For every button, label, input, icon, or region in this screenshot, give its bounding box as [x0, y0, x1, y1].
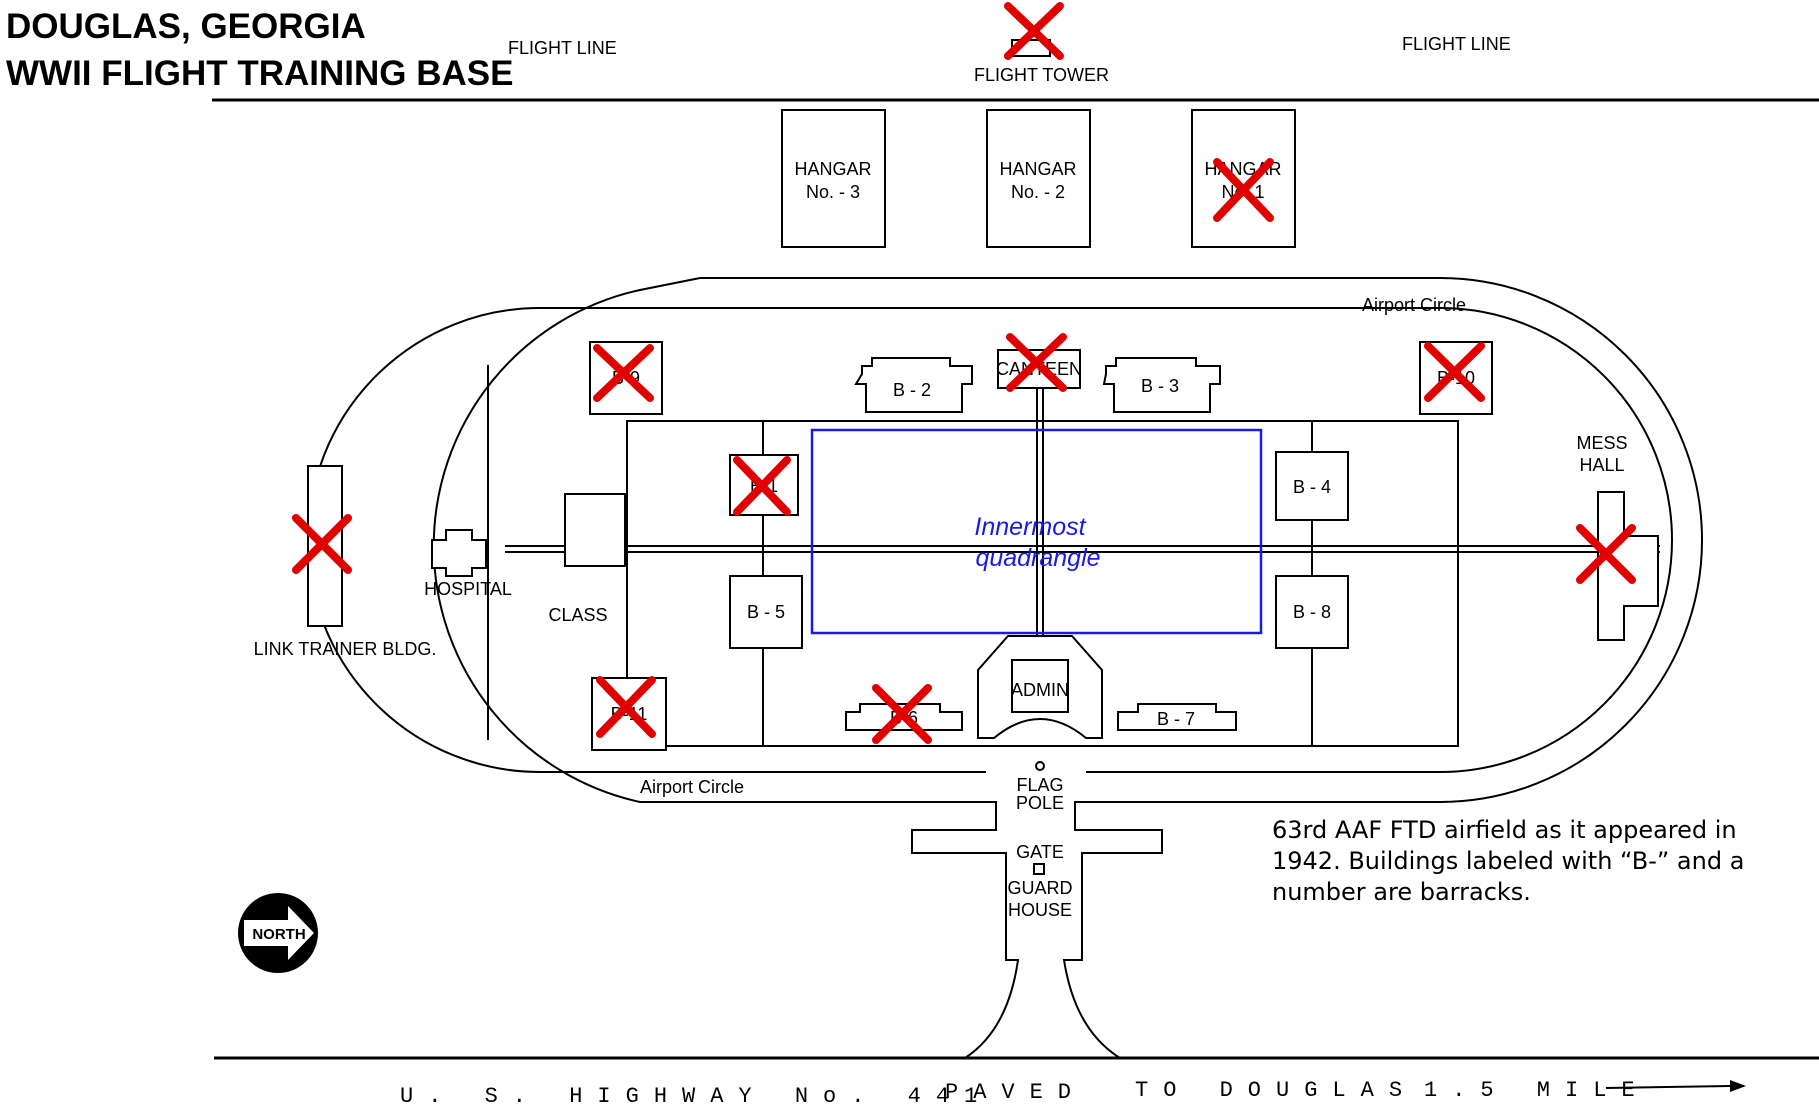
building-hospital-label: HOSPITAL	[424, 579, 512, 599]
map-title-line-1: DOUGLAS, GEORGIA	[6, 7, 366, 46]
quadrangle-label-line-1: Innermost	[974, 513, 1086, 541]
gate-guard-house: GATE GUARD HOUSE	[1007, 842, 1072, 920]
building-b2-label: B - 2	[893, 380, 931, 400]
building-b4-label: B - 4	[1293, 477, 1331, 497]
airport-circle-outer-left	[432, 277, 1020, 1059]
building-link-trainer: LINK TRAINER BLDG.	[254, 465, 437, 659]
innermost-quadrangle: Innermost quadrangle	[810, 428, 1263, 635]
building-b3: B - 3	[1102, 357, 1221, 413]
road-label-paved: PAVED	[945, 1080, 1086, 1105]
airport-circle-label-bottom: Airport Circle	[640, 777, 744, 797]
north-arrow: NORTH	[238, 893, 318, 973]
road-label-highway: U. S. HIGHWAY No. 441	[400, 1084, 992, 1109]
hangar-2-number: No. - 2	[1011, 182, 1065, 202]
house-label: HOUSE	[1008, 900, 1072, 920]
x-mark-link-trainer	[292, 514, 352, 574]
building-b5-label: B - 5	[747, 602, 785, 622]
x-mark-b11	[596, 676, 656, 738]
x-mark-b10	[1424, 342, 1485, 402]
hall-label: HALL	[1579, 455, 1624, 475]
building-hospital: HOSPITAL	[424, 529, 512, 599]
hangar-3-number: No. - 3	[806, 182, 860, 202]
gate-label: GATE	[1016, 842, 1064, 862]
building-b3-label: B - 3	[1141, 376, 1179, 396]
building-b7-label: B - 7	[1157, 709, 1195, 729]
flight-line-label-right: FLIGHT LINE	[1402, 34, 1511, 54]
x-mark-hangar-1	[1213, 158, 1274, 222]
road-label-distance: 1.5 MILE	[1424, 1078, 1650, 1103]
hangar-1: HANGAR No. 1	[1191, 109, 1296, 248]
hangar-3: HANGAR No. - 3	[781, 109, 886, 248]
building-b4: B - 4	[1275, 451, 1349, 521]
building-b7: B - 7	[1117, 703, 1237, 731]
flag-pole: FLAG POLE	[1016, 761, 1064, 813]
road-label-to-douglas: TO DOUGLAS	[1135, 1078, 1417, 1103]
map-title-line-2: WWII FLIGHT TRAINING BASE	[6, 54, 514, 93]
building-link-trainer-label: LINK TRAINER BLDG.	[254, 639, 437, 659]
building-mess-hall: MESS HALL	[1576, 433, 1659, 641]
x-mark-b1	[733, 456, 791, 516]
north-label: NORTH	[252, 926, 305, 943]
building-admin: ADMIN	[977, 635, 1103, 739]
building-b5: B - 5	[729, 575, 803, 649]
hangar-2-label: HANGAR	[999, 159, 1076, 179]
airport-circle-label-top: Airport Circle	[1362, 295, 1466, 315]
flag-label: FLAG	[1016, 775, 1063, 795]
flight-line-label-left: FLIGHT LINE	[508, 38, 617, 58]
road-direction-arrow	[1605, 1080, 1746, 1092]
x-mark-b9	[593, 344, 654, 402]
building-class-label: CLASS	[548, 605, 607, 625]
flight-tower-label: FLIGHT TOWER	[974, 65, 1109, 85]
building-b2: B - 2	[854, 357, 973, 413]
x-mark-mess-hall	[1576, 524, 1636, 584]
mess-label: MESS	[1576, 433, 1627, 453]
hangar-3-label: HANGAR	[794, 159, 871, 179]
x-mark-flight-tower	[1004, 2, 1064, 60]
map-caption: 63rd AAF FTD airfield as it appeared in …	[1272, 816, 1745, 906]
building-b8-label: B - 8	[1293, 602, 1331, 622]
building-admin-label: ADMIN	[1011, 680, 1069, 700]
building-class: CLASS	[548, 493, 626, 625]
pole-label: POLE	[1016, 793, 1064, 813]
guard-label: GUARD	[1007, 878, 1072, 898]
building-b8: B - 8	[1275, 575, 1349, 649]
x-mark-b6	[872, 684, 932, 744]
quadrangle-label-line-2: quadrangle	[975, 544, 1100, 572]
x-mark-canteen	[1006, 333, 1067, 392]
hangar-2: HANGAR No. - 2	[986, 109, 1091, 248]
airport-circle-outer	[700, 277, 1703, 1059]
